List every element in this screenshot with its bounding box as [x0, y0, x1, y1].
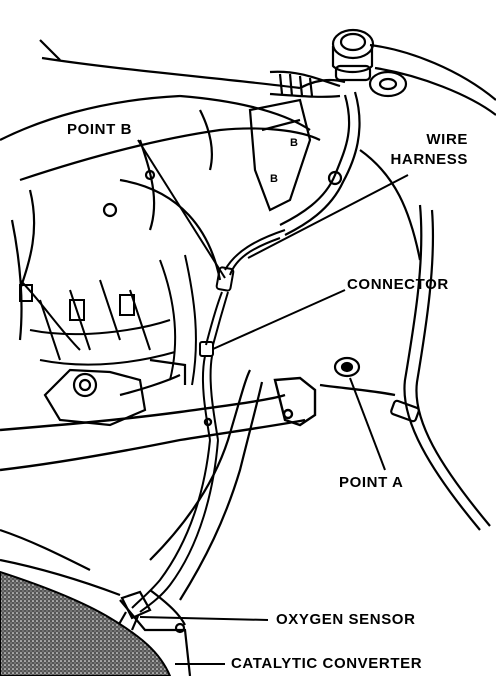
leader-lines	[137, 139, 409, 665]
leader-oxygen-sensor	[139, 616, 269, 621]
crossmember	[0, 376, 396, 472]
label-wire-harness-line2: HARNESS	[390, 151, 468, 168]
label-catalytic-converter: CATALYTIC CONVERTER	[231, 655, 423, 672]
svg-text:B: B	[290, 137, 298, 149]
brake-line	[390, 204, 491, 531]
upper-harness	[269, 70, 361, 236]
exhaust-pipe	[0, 369, 264, 676]
mounting-bracket: B B	[248, 98, 343, 212]
label-oxygen-sensor: OXYGEN SENSOR	[276, 611, 416, 628]
svg-text:B: B	[270, 173, 278, 185]
catalytic-converter-shape	[0, 570, 172, 676]
leader-wire-harness	[247, 174, 409, 259]
leader-point-b	[137, 139, 226, 279]
label-wire-harness-line1: WIRE	[426, 131, 468, 148]
sensor-wire	[131, 229, 286, 613]
transmission-mount	[43, 358, 187, 427]
oxygen-sensor-body	[117, 590, 152, 631]
label-point-b: POINT B	[67, 121, 133, 138]
label-point-a: POINT A	[339, 474, 404, 491]
transmission-side	[19, 254, 197, 386]
leader-point-a	[349, 377, 386, 471]
transmission-housing	[0, 39, 321, 341]
label-connector: CONNECTOR	[347, 276, 449, 293]
top-plug	[299, 28, 375, 89]
frame-rail	[359, 43, 496, 261]
point-a-hole	[333, 356, 361, 378]
leader-connector	[212, 289, 346, 350]
